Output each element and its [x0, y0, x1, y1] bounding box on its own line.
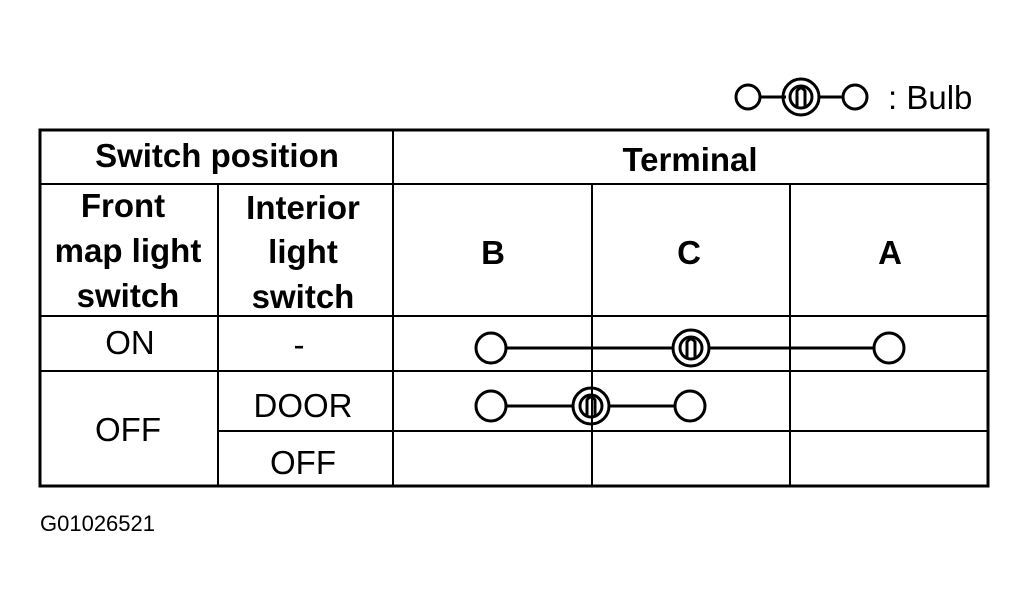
col-interior-line3: switch: [252, 278, 355, 315]
terminal-node-b: [474, 389, 508, 423]
connection-on-row: [474, 328, 906, 368]
row-off-interior: OFF: [270, 444, 336, 481]
terminal-b-label: B: [481, 234, 505, 271]
terminal-c-label: C: [677, 234, 701, 271]
header-switch-position: Switch position: [95, 137, 339, 174]
row-door-interior: DOOR: [254, 387, 353, 424]
row-on-front: ON: [105, 324, 155, 361]
col-interior-line1: Interior: [246, 189, 360, 226]
header-terminal: Terminal: [622, 141, 757, 178]
col-front-map-line2: map light: [55, 232, 202, 269]
table-border: [38, 128, 990, 488]
bulb-legend-icon: [734, 77, 869, 117]
bulb-icon: [671, 328, 711, 368]
continuity-table: [38, 128, 990, 488]
col-front-map-line3: switch: [77, 277, 180, 314]
terminal-node-a: [872, 331, 906, 365]
terminal-node-b: [474, 331, 508, 365]
connection-door-row: [474, 386, 707, 426]
legend: : Bulb: [734, 77, 972, 117]
col-interior-line2: light: [268, 233, 338, 270]
row-off-front: OFF: [95, 411, 161, 448]
legend-label: : Bulb: [888, 79, 972, 116]
figure-code: G01026521: [40, 511, 155, 536]
col-front-map-line1: Front: [81, 187, 165, 224]
terminal-node-c: [673, 389, 707, 423]
terminal-a-label: A: [878, 234, 902, 271]
row-on-interior: -: [294, 326, 305, 363]
